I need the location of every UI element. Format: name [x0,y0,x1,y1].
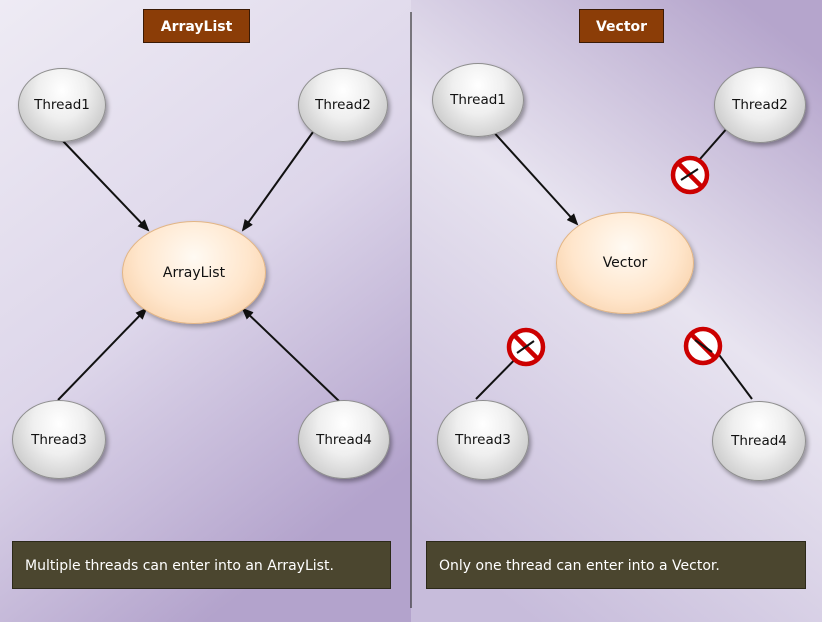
no-entry-icon [683,326,723,366]
arraylist-node: ArrayList [122,221,266,324]
left-panel-title: ArrayList [143,9,250,43]
arrow-right-thread1-to-vector [489,127,579,226]
left-panel-caption: Multiple threads can enter into an Array… [12,541,391,589]
arrow-left-thread1-to-arraylist [61,139,150,232]
no-entry-icon [670,155,710,195]
thread-node-1: Thread1 [18,68,106,142]
thread-node-4: Thread4 [298,400,390,479]
thread-node-4: Thread4 [712,401,806,481]
thread-node-2: Thread2 [714,67,806,143]
right-panel-caption: Only one thread can enter into a Vector. [426,541,806,589]
thread-node-3: Thread3 [437,400,529,480]
vector-node: Vector [556,212,694,314]
arrow-left-thread2-to-arraylist [241,131,314,232]
thread-node-1: Thread1 [432,63,524,137]
arrow-left-thread3-to-arraylist [57,307,148,401]
thread-node-3: Thread3 [12,400,106,479]
arrow-left-thread4-to-arraylist [241,307,341,403]
no-entry-icon [506,327,546,367]
right-panel-title: Vector [579,9,664,43]
thread-node-2: Thread2 [298,68,388,142]
